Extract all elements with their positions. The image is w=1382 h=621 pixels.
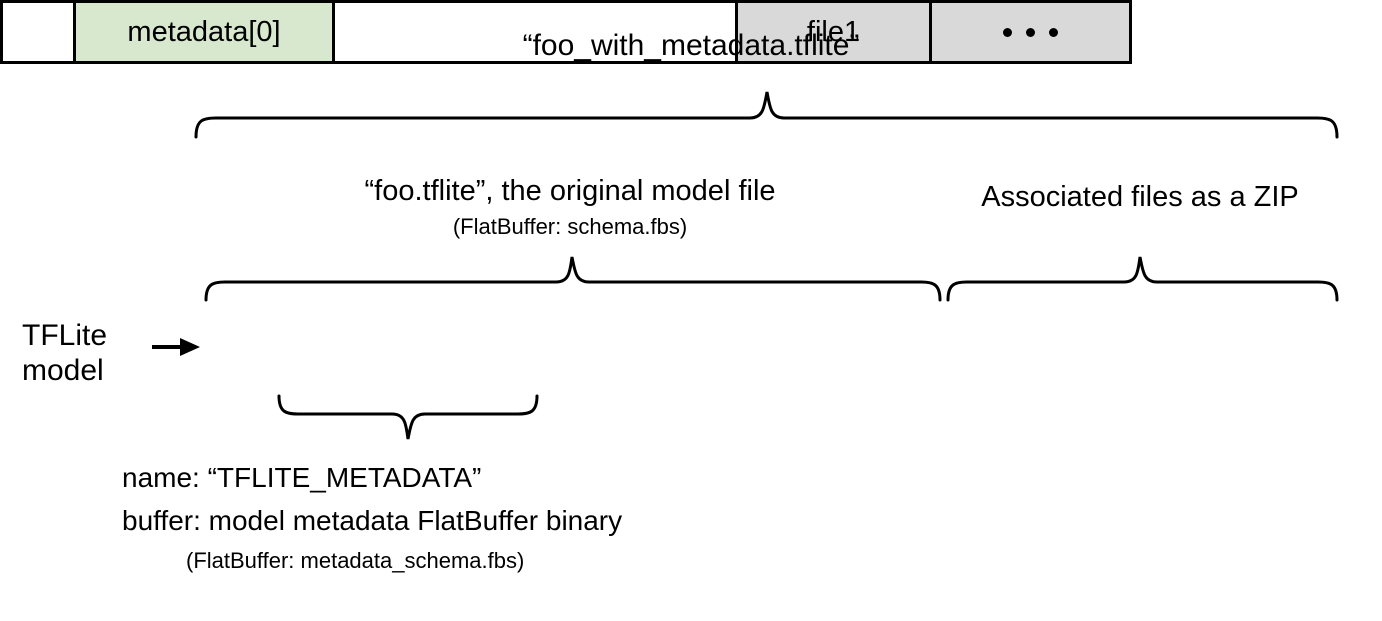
file-title: “foo_with_metadata.tflite”	[522, 29, 860, 62]
associated-files-caption: Associated files as a ZIP	[981, 181, 1299, 213]
brace-whole-file	[194, 91, 1339, 139]
metadata-buffer-note: buffer: model metadata FlatBuffer binary	[122, 505, 623, 536]
original-model-schema-caption: (FlatBuffer: schema.fbs)	[452, 214, 688, 239]
brace-associated-files	[946, 256, 1339, 302]
metadata-name-note: name: “TFLITE_METADATA”	[122, 462, 482, 493]
bar-cell-model-body	[335, 3, 738, 61]
bar-cell-metadata: metadata[0]	[76, 3, 335, 61]
ellipsis-icon	[1003, 27, 1058, 37]
model-layout-bar: metadata[0] file1	[0, 0, 1132, 64]
original-model-caption: “foo.tflite”, the original model file	[364, 175, 776, 207]
tflite-model-label-line2: model	[22, 354, 104, 388]
brace-original-model	[204, 256, 942, 302]
bar-cell-file1: file1	[738, 3, 932, 61]
model-arrow-icon	[152, 338, 200, 356]
tflite-model-label-line1: TFLite	[22, 319, 108, 352]
bar-cell-more-files	[932, 3, 1129, 61]
brace-metadata-detail	[277, 394, 539, 440]
metadata-schema-note: (FlatBuffer: metadata_schema.fbs)	[186, 548, 525, 573]
bar-cell-header-blank	[3, 3, 76, 61]
